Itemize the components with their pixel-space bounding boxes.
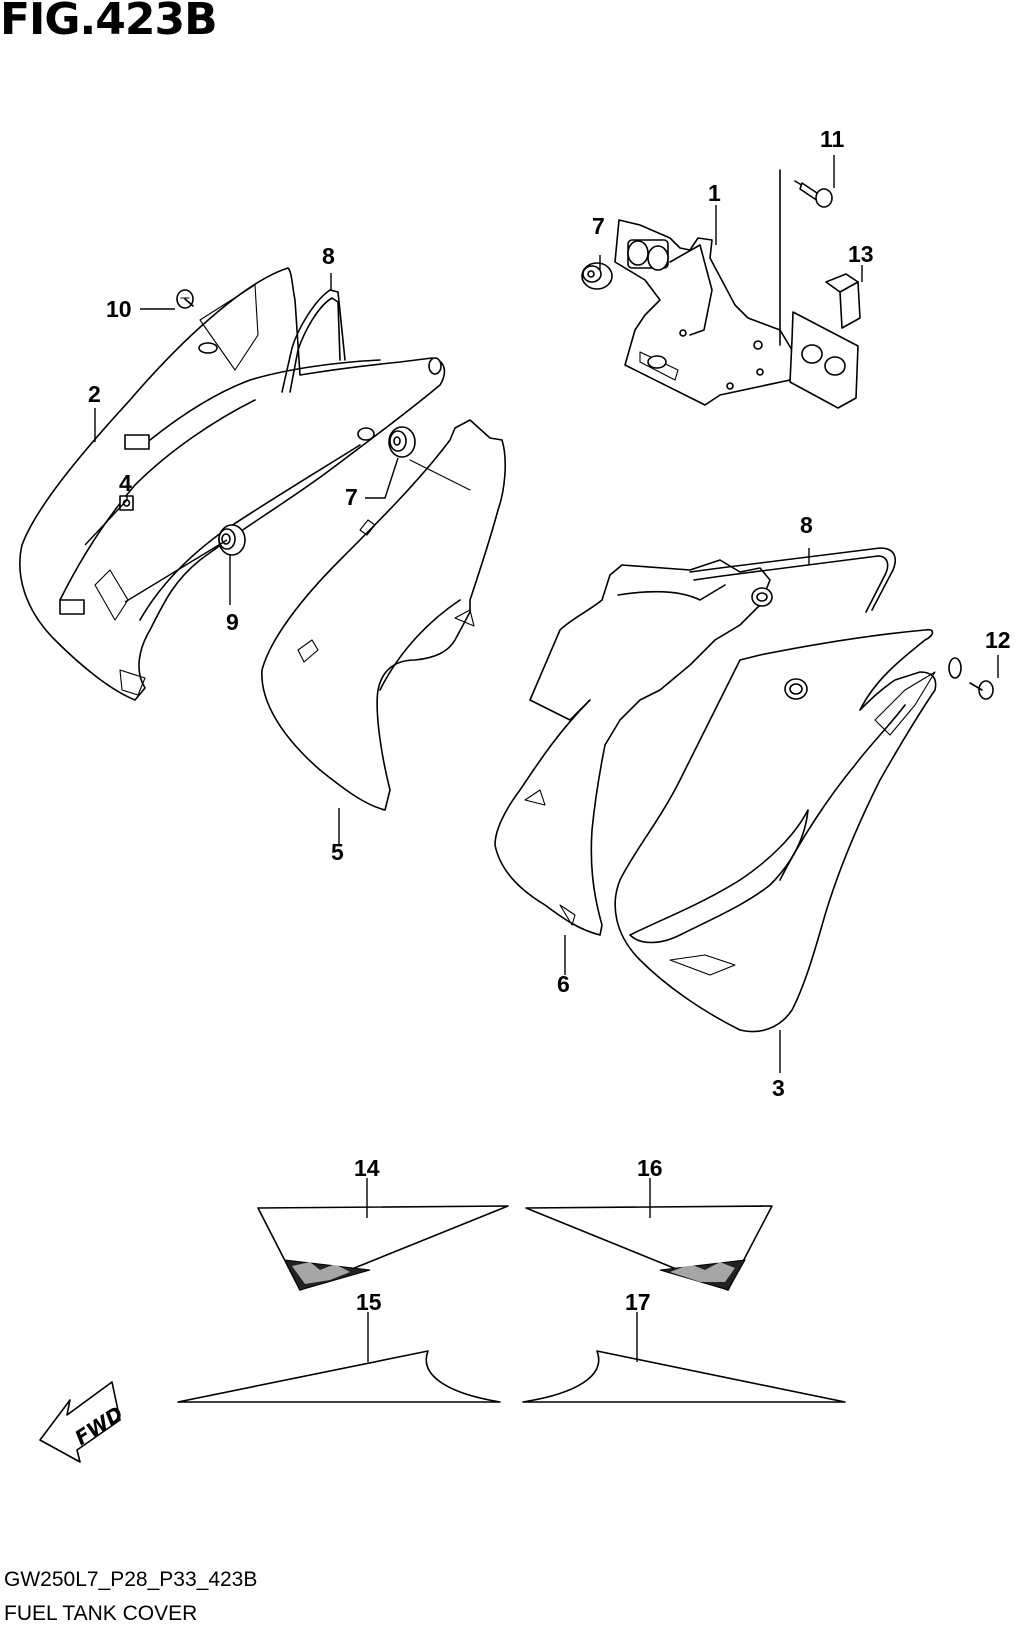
label-part-16: 16 bbox=[637, 1155, 663, 1181]
label-part-1: 1 bbox=[708, 180, 721, 206]
label-part-7-top: 7 bbox=[592, 213, 605, 239]
label-part-8-lower: 8 bbox=[800, 512, 813, 538]
label-part-9: 9 bbox=[226, 609, 239, 635]
label-part-8-upper: 8 bbox=[322, 243, 335, 269]
figure-name: FUEL TANK COVER bbox=[4, 1602, 198, 1625]
part-7-grommet-middle[interactable] bbox=[388, 426, 416, 458]
leader-lines bbox=[84, 155, 999, 1362]
label-part-3: 3 bbox=[772, 1075, 785, 1101]
fwd-arrow-icon: FWD bbox=[39, 1381, 127, 1463]
part-11-bolt[interactable] bbox=[779, 169, 833, 346]
part-2-left-inner-cover[interactable] bbox=[19, 267, 446, 701]
label-part-7-middle: 7 bbox=[345, 484, 358, 510]
label-part-14: 14 bbox=[354, 1155, 380, 1181]
label-part-6: 6 bbox=[557, 971, 570, 997]
part-6-inner-panel-right[interactable] bbox=[494, 559, 773, 936]
part-14-decal-left[interactable] bbox=[257, 1205, 509, 1291]
part-13-cushion[interactable] bbox=[825, 273, 861, 329]
label-part-17: 17 bbox=[625, 1289, 651, 1315]
label-part-15: 15 bbox=[356, 1289, 382, 1315]
part-5-inner-panel[interactable] bbox=[261, 419, 506, 811]
label-part-13: 13 bbox=[848, 241, 874, 267]
part-9-grommet[interactable] bbox=[218, 524, 246, 556]
part-16-decal-right[interactable] bbox=[525, 1205, 773, 1291]
label-part-11: 11 bbox=[820, 126, 845, 152]
part-1-bracket[interactable] bbox=[614, 219, 859, 409]
part-3-outer-cover[interactable] bbox=[614, 628, 962, 1033]
label-part-12: 12 bbox=[985, 627, 1011, 653]
part-12-screw[interactable] bbox=[969, 680, 994, 700]
label-part-4: 4 bbox=[119, 470, 132, 496]
part-15-stripe-left[interactable] bbox=[177, 1350, 501, 1403]
part-10-screw[interactable] bbox=[176, 289, 194, 309]
label-part-10: 10 bbox=[106, 296, 132, 322]
part-7-grommet-top[interactable] bbox=[581, 262, 613, 290]
figure-title: FIG.423B bbox=[0, 0, 218, 45]
label-part-2: 2 bbox=[88, 381, 101, 407]
label-part-5: 5 bbox=[331, 839, 344, 865]
part-17-stripe-right[interactable] bbox=[522, 1350, 846, 1403]
part-8-upper-wire-bracket[interactable] bbox=[281, 289, 346, 393]
part-8-lower-wire-bracket[interactable] bbox=[689, 547, 896, 613]
figure-code: GW250L7_P28_P33_423B bbox=[4, 1568, 258, 1591]
